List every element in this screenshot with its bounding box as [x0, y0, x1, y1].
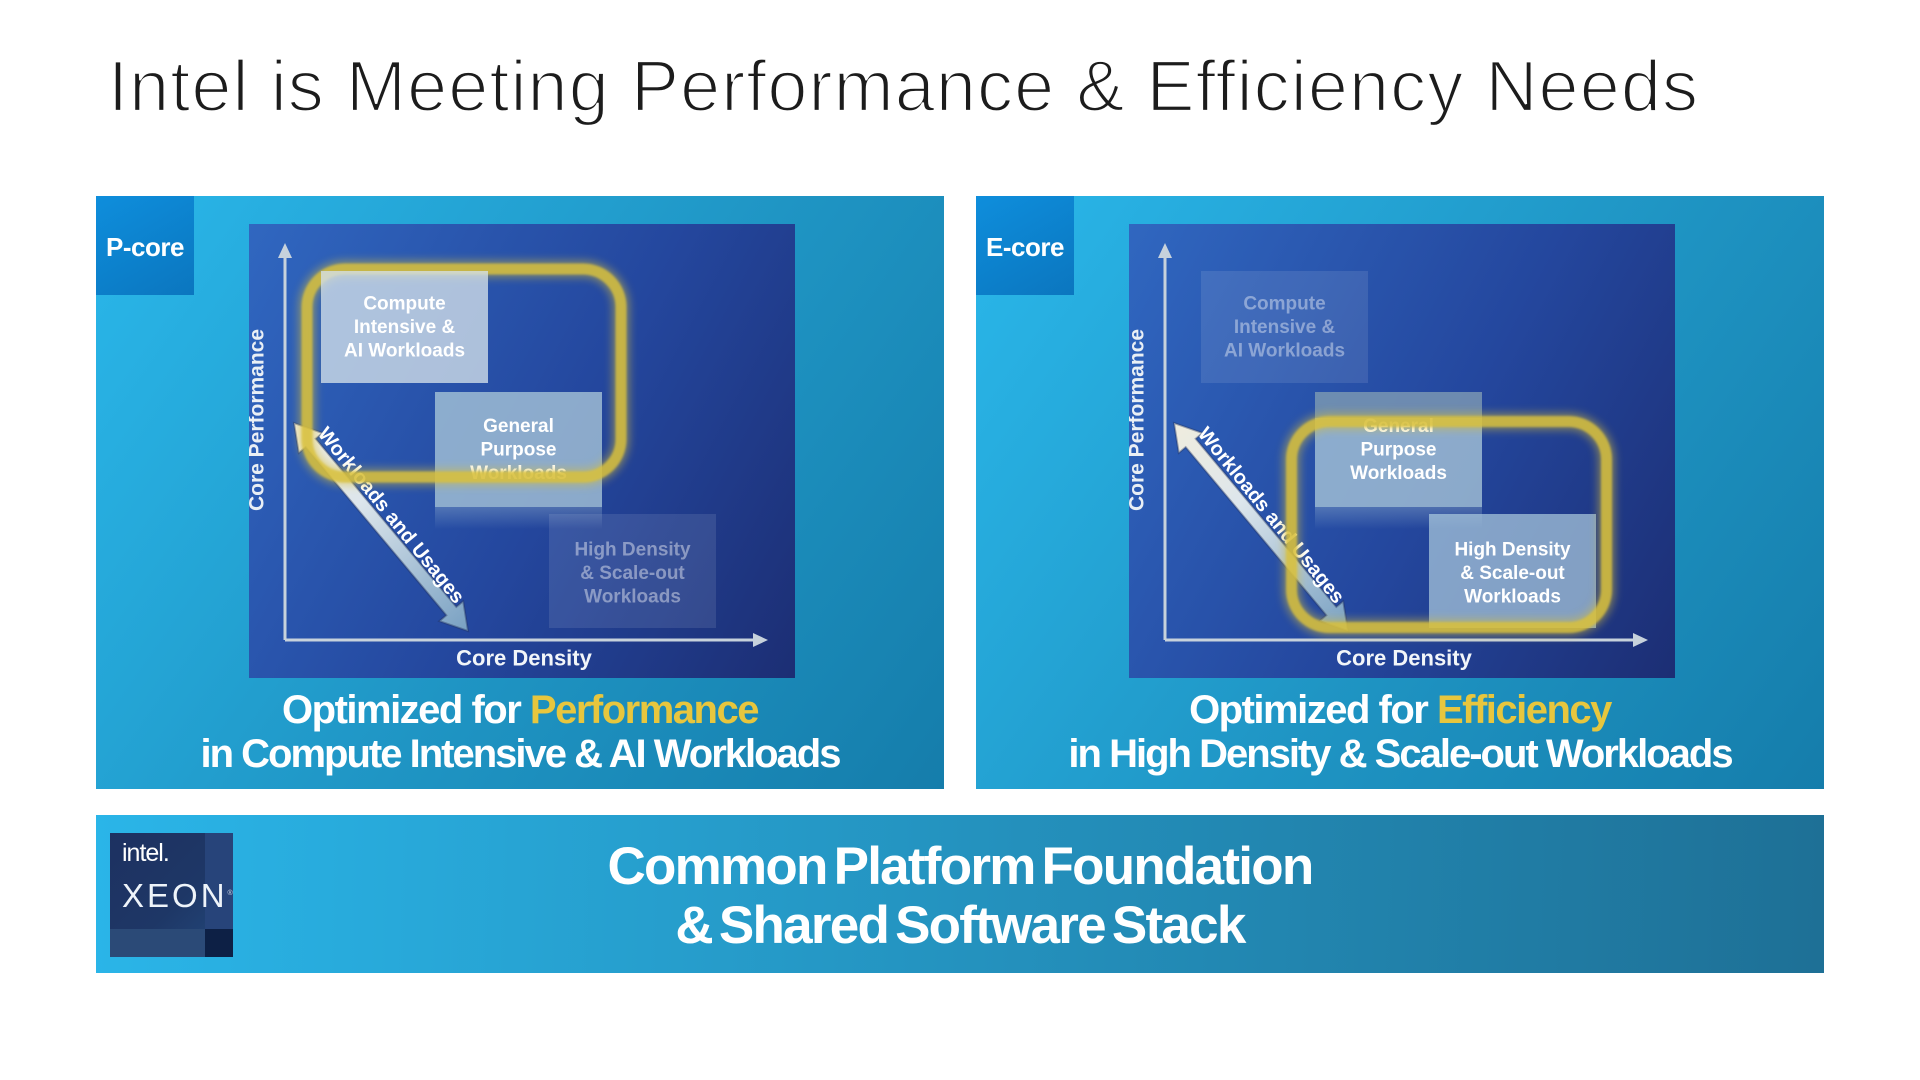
svg-text:Purpose: Purpose	[1360, 440, 1436, 461]
svg-text:Core Density: Core Density	[456, 646, 592, 671]
svg-text:AI Workloads: AI Workloads	[344, 341, 465, 362]
svg-text:Core Performance: Core Performance	[1129, 329, 1149, 511]
svg-text:Core Density: Core Density	[1336, 646, 1472, 671]
svg-text:Compute: Compute	[363, 294, 445, 315]
svg-text:High Density: High Density	[1454, 540, 1571, 561]
svg-text:Intensive &: Intensive &	[354, 317, 456, 338]
svg-text:General: General	[483, 416, 554, 437]
svg-text:AI Workloads: AI Workloads	[1224, 341, 1345, 362]
svg-text:Intensive &: Intensive &	[1234, 317, 1336, 338]
svg-text:Workloads: Workloads	[1464, 587, 1561, 608]
svg-text:& Scale-out: & Scale-out	[1460, 563, 1565, 584]
svg-text:Purpose: Purpose	[480, 440, 556, 461]
svg-text:Workloads: Workloads	[584, 587, 681, 608]
svg-text:Workloads: Workloads	[1350, 463, 1447, 484]
svg-text:Compute: Compute	[1243, 294, 1325, 315]
svg-text:Core Performance: Core Performance	[249, 329, 269, 511]
svg-text:& Scale-out: & Scale-out	[580, 563, 685, 584]
svg-text:High Density: High Density	[574, 540, 691, 561]
